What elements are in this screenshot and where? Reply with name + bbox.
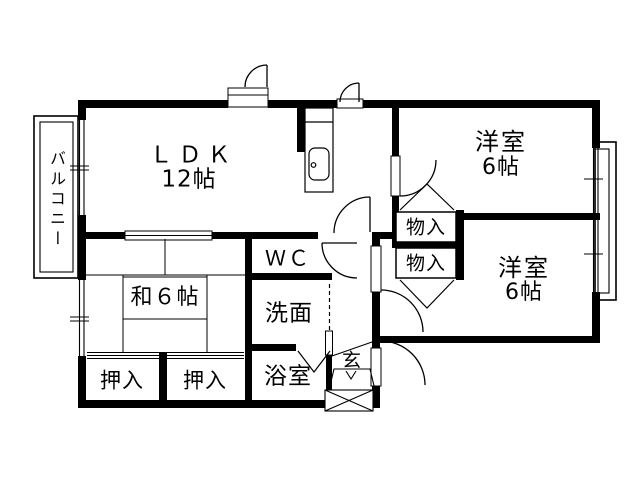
- entrance-step: [324, 341, 376, 412]
- room-label-storage-1: 物入: [405, 216, 447, 239]
- room-label-washroom: 洗面: [265, 300, 313, 327]
- balcony-outline: [33, 115, 79, 279]
- ldk-washitsu-sliding-door: [124, 230, 213, 241]
- room-label-wc: ＷＣ: [265, 246, 311, 271]
- washroom-sliding-door: [325, 284, 333, 356]
- closet-sliding-doors: [87, 352, 244, 359]
- balcony-window: [70, 120, 89, 215]
- room-label-closet-2: 押入: [183, 368, 227, 393]
- tatami-lines: [86, 239, 245, 352]
- room-label-western-room-1: 洋室: [475, 128, 527, 156]
- east-window: [584, 148, 603, 292]
- storage-boxes: [395, 211, 457, 279]
- kitchen-counter: [304, 107, 334, 193]
- door-frames: [227, 87, 401, 387]
- room-label-storage-2: 物入: [405, 252, 447, 275]
- room-size-western-room-2: 6帖: [505, 280, 543, 305]
- room-label-balcony: バルコニー: [47, 150, 66, 250]
- room-label-western-room-2: 洋室: [498, 254, 550, 282]
- room-label-bathroom: 浴室: [264, 363, 312, 390]
- room-label-closet-1: 押入: [100, 368, 144, 393]
- room-label-ldk: ＬＤＫ: [149, 142, 237, 169]
- room-size-ldk: 12帖: [161, 166, 217, 193]
- room-label-japanese-room: 和６帖: [130, 285, 200, 310]
- folding-door-icons: [297, 183, 455, 373]
- kitchen-sink-icon: [308, 147, 330, 181]
- room-label-entrance: 玄: [341, 349, 363, 372]
- room-size-western-room-1: 6帖: [482, 155, 520, 180]
- bay-window-outline: [594, 141, 617, 301]
- japanese-room-window: [70, 280, 89, 356]
